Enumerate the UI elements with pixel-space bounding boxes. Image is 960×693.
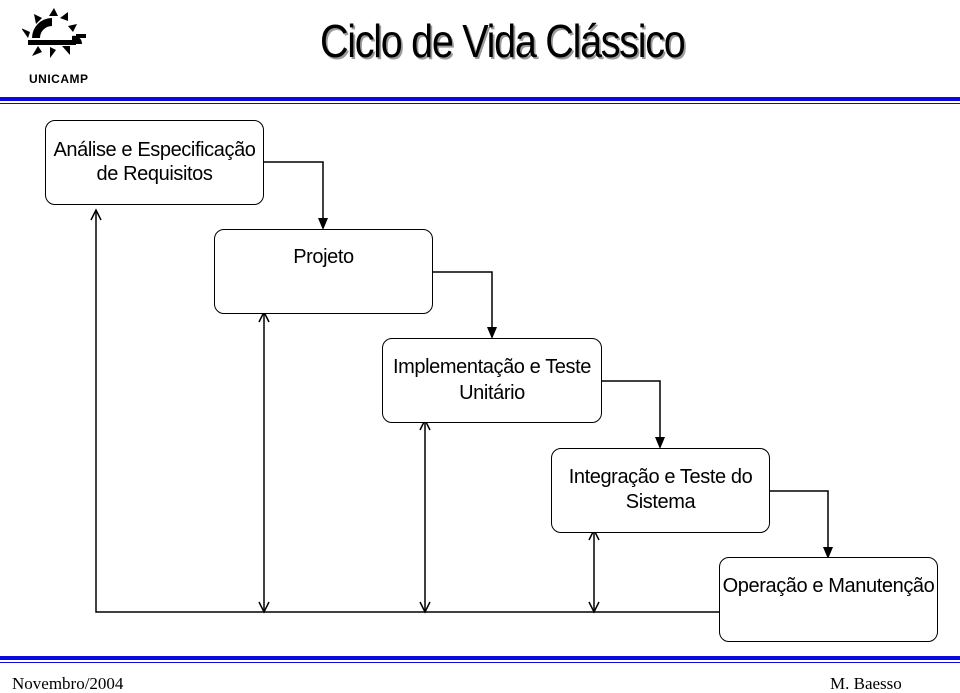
unicamp-logo — [22, 8, 86, 58]
logo-text: UNICAMP — [29, 72, 89, 86]
phase-operation-box: Operação e Manutenção — [719, 557, 938, 642]
phase-implementation-label-line2: Unitário — [459, 382, 525, 404]
phase-integration-box: Integração e Teste do Sistema — [551, 448, 770, 533]
phase-integration-label-line1: Integração e Teste do — [568, 466, 753, 488]
connector-2-3 — [433, 271, 493, 330]
feedback-line-to-requirements — [95, 210, 719, 613]
feedback-arrow-implementation-bottom — [419, 601, 431, 614]
phase-design-box: Projeto — [214, 229, 433, 314]
feedback-arrow-requirements — [90, 208, 102, 221]
page-title: Ciclo de Vida Clássico — [320, 15, 686, 67]
arrowhead-4-5 — [823, 547, 833, 559]
phase-requirements-label-line1: Análise e Especificação — [53, 139, 256, 161]
footer-author: M. Baesso — [830, 674, 902, 693]
connector-4-5 — [770, 490, 829, 549]
phase-implementation-box: Implementação e Teste Unitário — [382, 338, 602, 423]
connector-3-4 — [602, 380, 661, 439]
phase-requirements-label-line2: de Requisitos — [96, 163, 213, 185]
feedback-arrow-integration-bottom — [588, 601, 600, 614]
arrowhead-3-4 — [655, 437, 665, 449]
footer-divider-thick — [0, 656, 960, 660]
phase-design-label: Projeto — [293, 246, 354, 268]
feedback-arrow-design-bottom — [258, 601, 270, 614]
footer-divider-thin — [0, 662, 960, 663]
arrowhead-2-3 — [487, 327, 497, 339]
header-divider-thin — [0, 103, 960, 104]
connector-1-2 — [264, 161, 324, 222]
header-divider-thick — [0, 97, 960, 101]
footer-date: Novembro/2004 — [12, 674, 124, 693]
arrowhead-1-2 — [318, 218, 328, 230]
phase-operation-label: Operação e Manutenção — [722, 575, 935, 597]
phase-requirements-box: Análise e Especificação de Requisitos — [45, 120, 264, 205]
phase-implementation-label-line1: Implementação e Teste — [392, 356, 592, 378]
phase-integration-label-line2: Sistema — [625, 491, 696, 513]
